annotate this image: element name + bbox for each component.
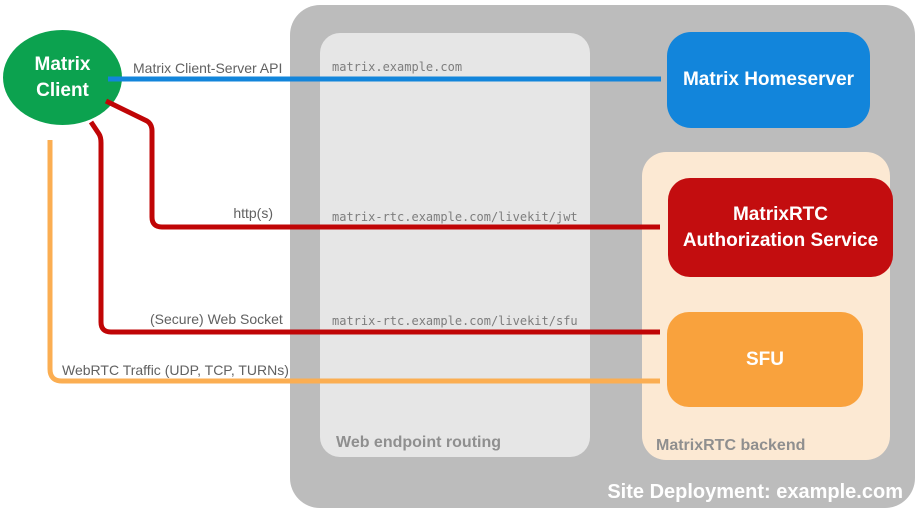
endpoint-livekit-sfu: matrix-rtc.example.com/livekit/sfu [332, 314, 578, 328]
web-endpoint-routing-label: Web endpoint routing [336, 434, 502, 451]
node-matrixrtc-authorization-service: MatrixRTC Authorization Service [668, 178, 893, 277]
endpoint-livekit-jwt: matrix-rtc.example.com/livekit/jwt [332, 210, 578, 224]
node-matrix-homeserver-label: Matrix Homeserver [682, 69, 855, 91]
endpoint-matrix-example-com: matrix.example.com [332, 60, 463, 74]
arrow-label-webrtc-traffic: WebRTC Traffic (UDP, TCP, TURNs) [62, 362, 289, 378]
node-sfu: SFU [667, 312, 863, 407]
node-matrix-homeserver: Matrix Homeserver [667, 32, 870, 128]
site-deployment-label: Site Deployment: example.com [607, 481, 903, 503]
arrow-label-secure-web-socket: (Secure) Web Socket [150, 311, 283, 327]
matrixrtc-backend-label: MatrixRTC backend [656, 437, 806, 454]
node-sfu-label: SFU [746, 348, 784, 370]
node-matrixrtc-authorization-service-label: MatrixRTC Authorization Service [682, 203, 879, 251]
node-matrix-client: Matrix Client [3, 30, 122, 125]
node-matrix-client-label: Matrix Client [34, 53, 91, 101]
arrow-label-https: http(s) [233, 205, 273, 221]
web-endpoint-routing-container: Web endpoint routing [320, 33, 590, 457]
arrow-label-matrix-client-server-api: Matrix Client-Server API [133, 60, 283, 76]
